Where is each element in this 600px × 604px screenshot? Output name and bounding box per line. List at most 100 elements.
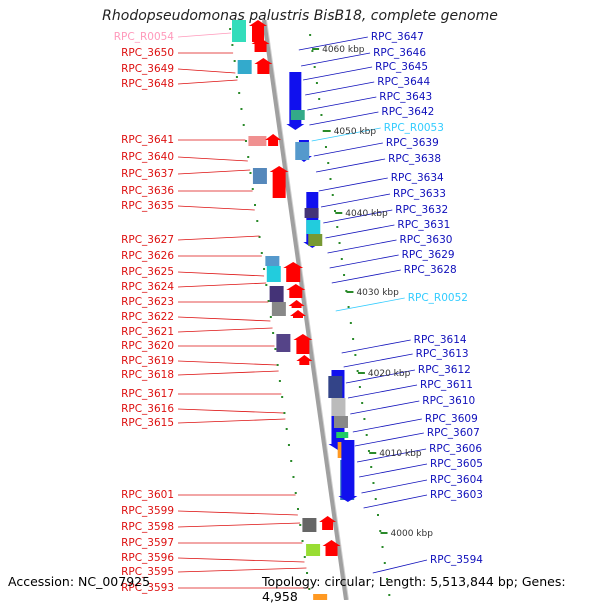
kbp-label: 4020 kbp <box>368 369 411 379</box>
tick-dot <box>260 252 263 254</box>
leader-line <box>307 96 377 111</box>
left-gene-label: RPC_3599 <box>121 505 174 517</box>
kbp-label: 4030 kbp <box>356 288 399 298</box>
right-gene-label: RPC_3610 <box>422 395 475 407</box>
right-gene-label: RPC_3612 <box>418 364 471 376</box>
tick-dot <box>308 588 311 590</box>
right-gene-label: RPC_3604 <box>430 474 483 486</box>
tick-dot <box>294 492 297 494</box>
tick-dot <box>290 460 293 462</box>
tick-dot <box>269 316 272 318</box>
right-gene-label: RPC_3631 <box>397 219 450 231</box>
tick-dot <box>285 428 288 430</box>
leader-line <box>177 360 277 366</box>
left-gene-label: RPC_3598 <box>121 521 174 533</box>
tick-dot <box>267 300 270 302</box>
gene-block <box>248 136 267 146</box>
leader-line <box>177 169 251 175</box>
right-gene-label: RPC_3632 <box>395 204 448 216</box>
leader-line <box>352 418 422 433</box>
kbp-label: 4060 kbp <box>322 45 365 55</box>
leader-line <box>177 205 255 211</box>
gene-block <box>237 60 252 74</box>
gene-block <box>306 220 321 234</box>
tick-dot <box>263 268 266 270</box>
tick-dot <box>238 92 241 94</box>
gene-block <box>252 168 267 184</box>
kbp-tick <box>369 452 377 454</box>
forward-gene-arrow <box>265 134 282 146</box>
tick-dot <box>338 242 341 244</box>
gene-block <box>302 518 317 532</box>
tick-dot <box>336 226 339 228</box>
left-gene-label: RPC_3650 <box>121 47 174 59</box>
leader-line <box>309 111 379 126</box>
leader-line <box>177 156 248 162</box>
right-gene-label: RPC_3611 <box>420 379 473 391</box>
tick-dot <box>244 140 247 142</box>
kbp-tick <box>323 130 331 132</box>
gene-block <box>336 432 349 438</box>
tick-dot <box>358 386 361 388</box>
tick-dot <box>256 220 259 222</box>
gene-block <box>328 376 343 398</box>
right-gene-labels: RPC_3647RPC_3646RPC_3645RPC_3644RPC_3643… <box>371 31 483 566</box>
gene-block <box>266 266 281 282</box>
forward-gene-arrow <box>322 540 341 556</box>
gene-block <box>333 416 348 428</box>
tick-dot <box>258 236 261 238</box>
tick-dot <box>296 508 299 510</box>
label-leader-lines <box>177 32 428 589</box>
gene-block <box>306 544 321 556</box>
left-gene-label: RPC_3626 <box>121 250 174 262</box>
leader-line <box>313 142 383 157</box>
tick-dot <box>318 98 321 100</box>
left-gene-label: RPC_3596 <box>121 552 174 564</box>
right-gene-label: RPC_3630 <box>400 234 453 246</box>
left-gene-label: RPC_3641 <box>121 134 174 146</box>
gene-features <box>232 20 358 600</box>
left-gene-label: RPC_3615 <box>121 417 174 429</box>
forward-gene-arrow <box>254 58 273 74</box>
tick-dot <box>327 162 330 164</box>
tick-dot <box>370 466 373 468</box>
leader-line <box>177 316 271 322</box>
reverse-gene-arrow <box>286 72 305 130</box>
left-gene-label: RPC_3627 <box>121 234 174 246</box>
right-gene-label: RPC_R0052 <box>408 292 468 304</box>
tick-dot <box>347 306 350 308</box>
right-gene-label: RPC_3646 <box>373 47 426 59</box>
kbp-label: 4000 kbp <box>391 529 434 539</box>
tick-dot <box>231 44 234 46</box>
tick-dot <box>334 210 337 212</box>
right-gene-label: RPC_3613 <box>416 348 469 360</box>
tick-dot <box>313 66 316 68</box>
tick-dots <box>229 28 391 596</box>
leader-line <box>354 432 424 447</box>
leader-line <box>177 408 284 414</box>
leader-line <box>318 177 388 192</box>
tick-dot <box>233 60 236 62</box>
forward-gene-arrow <box>251 38 270 52</box>
left-gene-label: RPC_3637 <box>121 168 174 180</box>
tick-dot <box>292 476 295 478</box>
axis-line <box>262 19 348 600</box>
left-gene-label: RPC_3623 <box>121 296 174 308</box>
tick-dot <box>388 594 391 596</box>
tick-dot <box>349 322 352 324</box>
tick-dot <box>278 380 281 382</box>
leader-line <box>311 127 381 142</box>
right-gene-label: RPC_3634 <box>391 172 444 184</box>
left-gene-labels: RPC_R0054RPC_3650RPC_3649RPC_3648RPC_364… <box>114 31 175 594</box>
tick-dot <box>301 540 304 542</box>
leader-line <box>177 282 267 288</box>
forward-gene-arrow <box>319 516 337 530</box>
left-gene-label: RPC_3616 <box>121 403 174 415</box>
right-gene-label: RPC_3629 <box>402 249 455 261</box>
tick-dot <box>340 258 343 260</box>
tick-dot <box>276 364 279 366</box>
right-gene-label: RPC_3614 <box>414 334 467 346</box>
tick-dot <box>242 124 245 126</box>
backbone-axis <box>262 19 349 600</box>
